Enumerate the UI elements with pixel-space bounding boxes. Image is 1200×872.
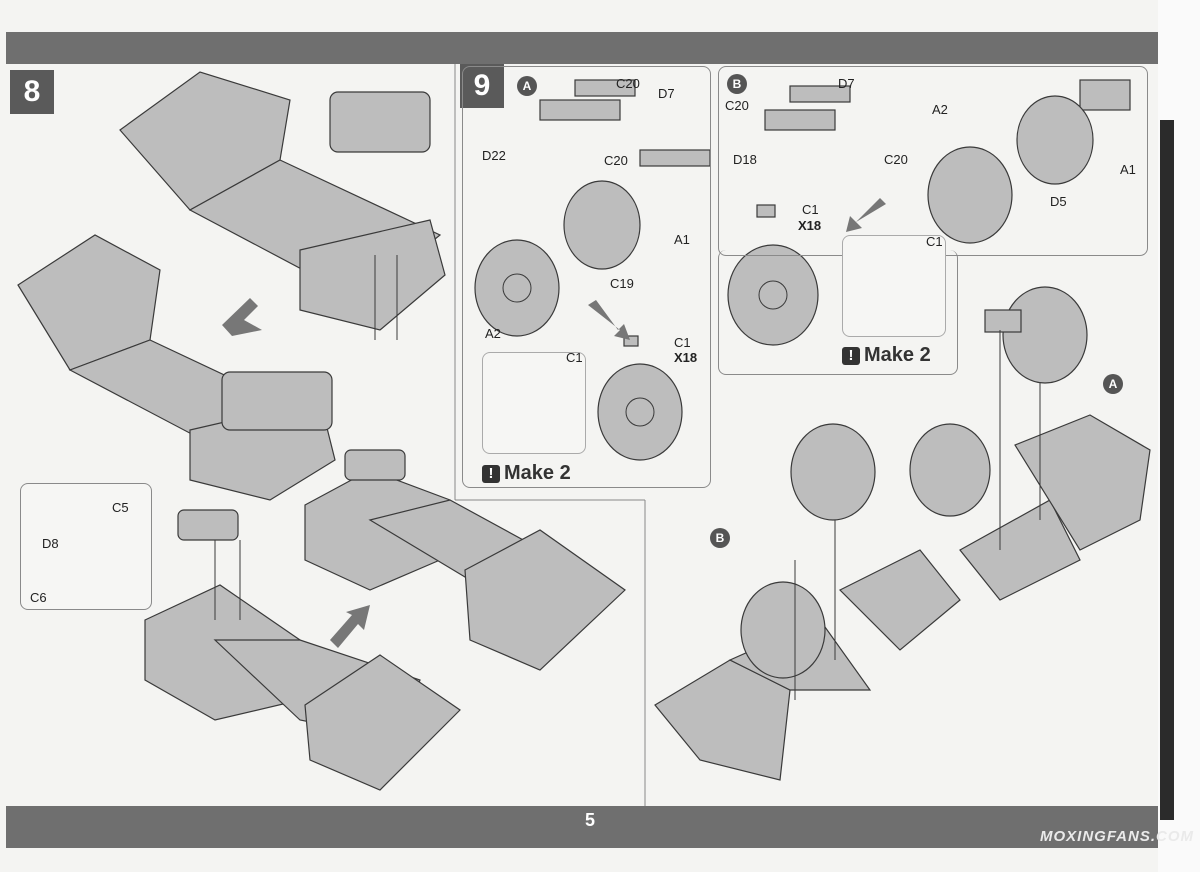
marker-b-circle: B xyxy=(727,74,747,94)
wheel-b-a2 xyxy=(927,146,1013,244)
wheel-a1 xyxy=(563,180,641,270)
flow-arrow-2 xyxy=(330,605,370,648)
top-band xyxy=(6,32,1158,64)
step8-hull-top xyxy=(119,71,291,211)
step8-subassembly-panel xyxy=(20,483,152,610)
warning-icon: ! xyxy=(842,346,860,365)
label-c1-detail-a: C1 xyxy=(566,350,583,365)
wheel-assembled-b xyxy=(727,244,819,346)
label-c19: C19 xyxy=(610,276,634,291)
label-c5: C5 xyxy=(112,500,129,515)
final-marker-a: A xyxy=(1103,374,1123,394)
wheel-b-a1 xyxy=(1016,95,1094,185)
label-d5: D5 xyxy=(1050,194,1067,209)
step9-sub-a-panel xyxy=(462,66,711,488)
flow-arrow-3 xyxy=(588,300,630,340)
step8-hull-mid xyxy=(17,234,161,371)
step9-sub-b-panel xyxy=(718,66,1148,256)
make2-text-b: Make 2 xyxy=(864,344,931,366)
label-c20-top-b: C20 xyxy=(725,98,749,113)
page-binding-edge xyxy=(1160,120,1174,820)
label-c20-bot-b: C20 xyxy=(884,152,908,167)
wheel-assembled-a xyxy=(597,363,683,461)
label-a1-b: A1 xyxy=(1120,162,1136,177)
label-a2-a: A2 xyxy=(485,326,501,341)
step-8-number: 8 xyxy=(10,70,54,114)
label-c1-a: C1 xyxy=(674,335,691,350)
step9-sub-b-panel-lower xyxy=(718,250,958,375)
label-a1-a: A1 xyxy=(674,232,690,247)
label-c1-b: C1 xyxy=(802,202,819,217)
label-c20-bot-a: C20 xyxy=(604,153,628,168)
label-x18-b: X18 xyxy=(798,218,822,233)
make2-note-b: ! Make 2 xyxy=(842,344,931,367)
label-d22: D22 xyxy=(482,148,506,163)
make2-text-a: Make 2 xyxy=(504,462,571,484)
marker-a-circle: A xyxy=(517,76,537,96)
step-9-number: 9 xyxy=(460,64,504,108)
bottom-band xyxy=(6,806,1158,848)
label-d7-a: D7 xyxy=(658,86,675,101)
page-number: 5 xyxy=(584,810,595,830)
step9-hull-front xyxy=(654,659,791,781)
final-marker-b: B xyxy=(710,528,730,548)
warning-icon: ! xyxy=(482,464,500,483)
step9-hull-rear xyxy=(1014,414,1151,551)
wheel-a2 xyxy=(474,239,560,337)
hub-detail-b xyxy=(842,235,946,337)
label-x18-a: X18 xyxy=(674,350,698,365)
label-c6: C6 xyxy=(30,590,47,605)
flow-arrow-1 xyxy=(222,298,262,336)
flow-arrow-4 xyxy=(846,198,886,232)
label-c1-detail-b: C1 xyxy=(926,234,943,249)
make2-note-a: ! Make 2 xyxy=(482,462,571,485)
watermark: MOXINGFANS.COM xyxy=(1040,828,1195,845)
label-d8: D8 xyxy=(42,536,59,551)
label-a2-b: A2 xyxy=(932,102,948,117)
hub-detail-a xyxy=(482,352,586,454)
label-d7-b: D7 xyxy=(838,76,855,91)
label-d18: D18 xyxy=(733,152,757,167)
label-c20-top-a: C20 xyxy=(616,76,640,91)
